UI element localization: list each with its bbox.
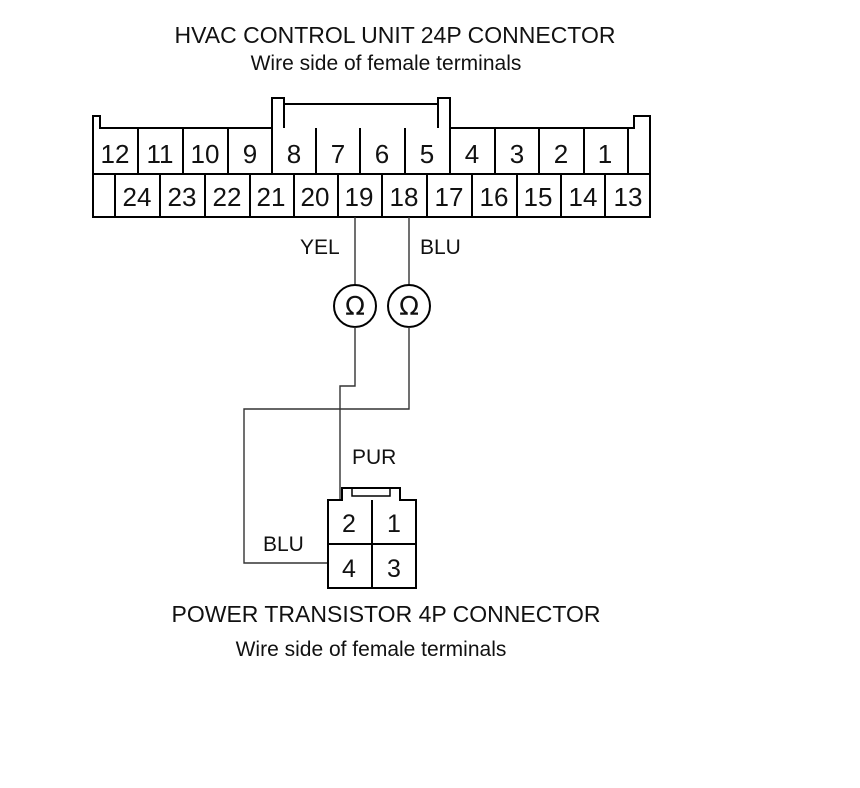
ohm-symbol-right: Ω xyxy=(399,292,419,322)
hvac-pin-1: 1 xyxy=(598,139,612,169)
hvac-pin-23: 23 xyxy=(168,182,197,212)
pt-pin-2: 2 xyxy=(342,510,356,538)
hvac-connector-subtitle: Wire side of female terminals xyxy=(251,52,522,75)
wire-label-yel: YEL xyxy=(300,236,340,259)
hvac-pin-21: 21 xyxy=(257,182,286,212)
hvac-pin-3: 3 xyxy=(510,139,524,169)
pt-pin-3: 3 xyxy=(387,555,401,583)
wire-label-blu-top: BLU xyxy=(420,236,461,259)
ohmmeter-left: Ω xyxy=(333,284,377,328)
hvac-pin-16: 16 xyxy=(480,182,509,212)
hvac-pin-17: 17 xyxy=(435,182,464,212)
power-transistor-4p-connector: 2 1 4 3 xyxy=(327,487,417,589)
wire-pur xyxy=(339,327,356,500)
hvac-pin-13: 13 xyxy=(614,182,643,212)
pt-pin-1: 1 xyxy=(387,510,401,538)
hvac-pin-14: 14 xyxy=(569,182,598,212)
power-transistor-title: POWER TRANSISTOR 4P CONNECTOR xyxy=(172,601,601,627)
hvac-pin-2: 2 xyxy=(554,139,568,169)
wire-label-pur: PUR xyxy=(352,446,396,469)
hvac-pin-10: 10 xyxy=(191,139,220,169)
pt-pin-4: 4 xyxy=(342,555,356,583)
hvac-pin-11: 11 xyxy=(147,139,174,169)
wire-label-blu-bottom: BLU xyxy=(263,533,304,556)
hvac-pin-24: 24 xyxy=(123,182,152,212)
hvac-pin-6: 6 xyxy=(375,139,389,169)
hvac-pin-20: 20 xyxy=(301,182,330,212)
ohm-symbol-left: Ω xyxy=(345,292,365,322)
hvac-pin-7: 7 xyxy=(331,139,345,169)
hvac-pin-18: 18 xyxy=(390,182,419,212)
power-transistor-subtitle: Wire side of female terminals xyxy=(236,638,507,661)
hvac-pin-22: 22 xyxy=(213,182,242,212)
hvac-pin-19: 19 xyxy=(345,182,374,212)
hvac-pin-5: 5 xyxy=(420,139,434,169)
hvac-pin-15: 15 xyxy=(524,182,553,212)
hvac-connector-title: HVAC CONTROL UNIT 24P CONNECTOR xyxy=(175,22,616,48)
hvac-pin-12: 12 xyxy=(101,139,130,169)
hvac-pin-8: 8 xyxy=(287,139,301,169)
wire-blu-lower xyxy=(243,327,410,564)
hvac-pin-4: 4 xyxy=(465,139,479,169)
ohmmeter-right: Ω xyxy=(387,284,431,328)
hvac-pin-9: 9 xyxy=(243,139,257,169)
